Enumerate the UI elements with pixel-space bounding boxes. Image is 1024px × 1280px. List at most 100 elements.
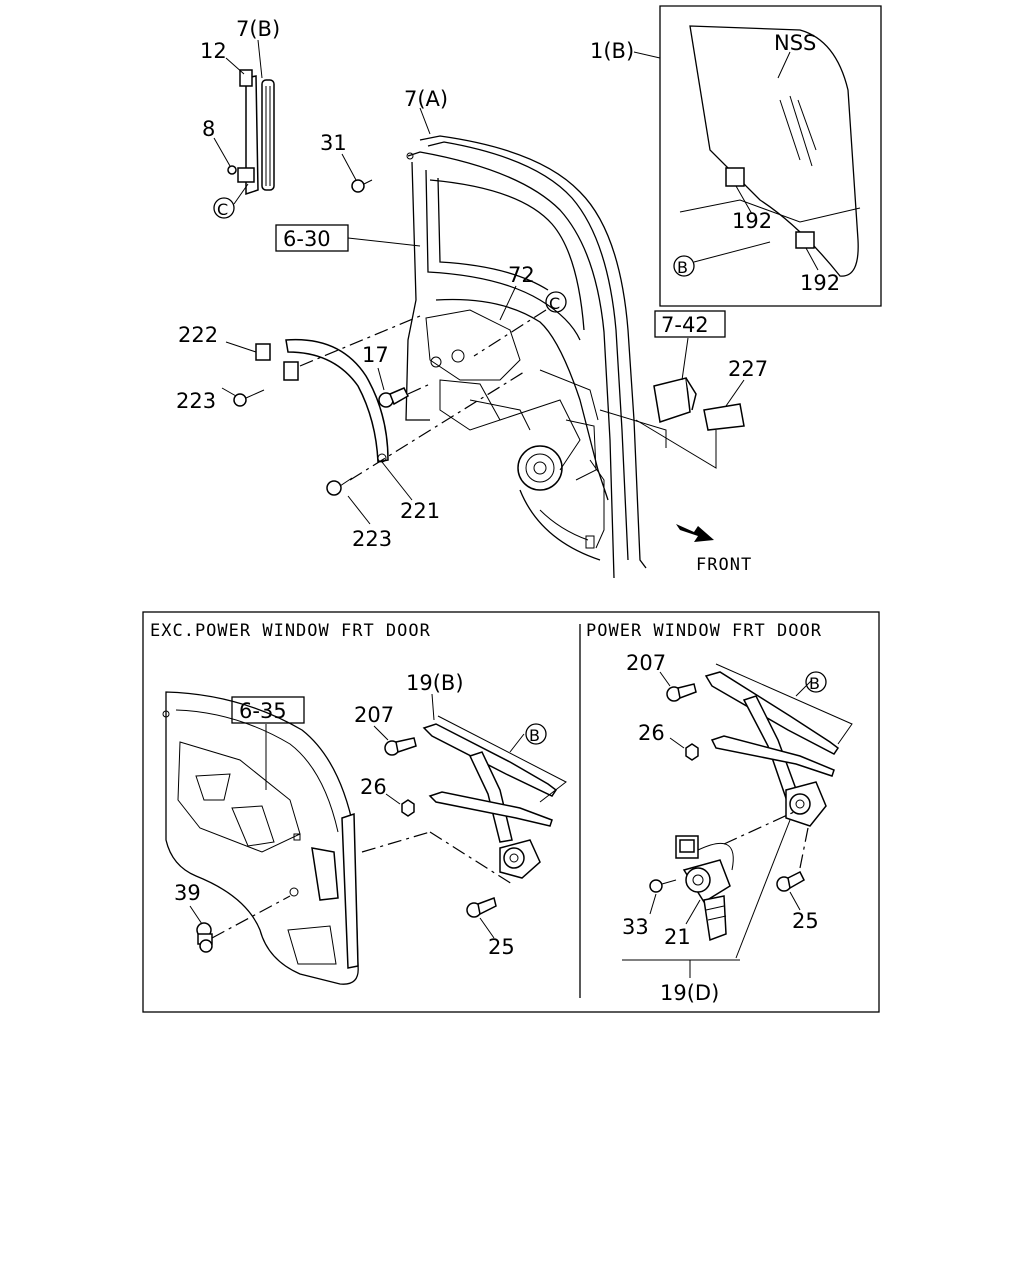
glass-inset — [659, 5, 882, 307]
callout-1b: 1(B) — [590, 39, 634, 63]
callout-8: 8 — [202, 117, 215, 141]
run-channel-7b — [227, 69, 275, 196]
marker-b-glass: B — [673, 255, 695, 277]
leader-39 — [189, 905, 203, 925]
callout-192-lower: 192 — [800, 271, 840, 295]
dash-222 — [299, 315, 421, 367]
leader-33 — [649, 893, 657, 915]
callout-223-lower: 223 — [352, 527, 392, 551]
screw-31 — [351, 179, 373, 193]
bracket-227 — [635, 419, 717, 469]
clip-222 — [255, 343, 271, 361]
ref-box-7-42 — [654, 310, 726, 338]
bolt-207a — [384, 737, 417, 756]
nut-26b — [685, 743, 699, 761]
leader-6-30 — [347, 237, 421, 247]
callout-25-left: 25 — [488, 935, 515, 959]
regulator-power — [704, 671, 840, 827]
svg-text:B: B — [677, 258, 688, 277]
dash-39 — [211, 895, 291, 939]
marker-c-top: C — [213, 197, 235, 219]
leader-7-42 — [681, 337, 689, 381]
bolt-25a — [466, 897, 497, 918]
dash-17 — [407, 383, 431, 395]
bracket-7-42 — [599, 409, 667, 448]
callout-227: 227 — [728, 357, 768, 381]
front-label: FRONT — [696, 555, 752, 575]
leader-8 — [213, 137, 231, 167]
callout-7a: 7(A) — [404, 87, 448, 111]
screw-223a — [233, 389, 265, 407]
door-trim-6-35 — [162, 691, 359, 985]
callout-19b: 19(B) — [406, 671, 464, 695]
front-arrow-icon — [676, 524, 714, 542]
marker-b-right: B — [805, 671, 827, 693]
lower-panel-frame — [142, 611, 880, 1013]
dash-left-regulator-2 — [429, 831, 513, 885]
callout-12: 12 — [200, 39, 227, 63]
marker-c-door: C — [545, 291, 567, 313]
callout-25-right: 25 — [792, 909, 819, 933]
motor-21 — [675, 835, 734, 942]
leader-1b — [633, 51, 661, 59]
dash-25b — [799, 827, 809, 869]
leader-c-top — [233, 183, 249, 205]
leader-21 — [685, 899, 701, 925]
leader-222 — [225, 341, 257, 353]
callout-221: 221 — [400, 499, 440, 523]
svg-text:B: B — [809, 674, 820, 693]
dash-motor — [723, 811, 795, 845]
leader-12 — [225, 57, 245, 75]
left-panel-title: EXC.POWER WINDOW FRT DOOR — [150, 621, 431, 641]
marker-b-left: B — [525, 723, 547, 745]
leader-72 — [499, 285, 517, 321]
leader-223a — [221, 387, 237, 397]
ref-box-6-30 — [275, 224, 349, 252]
leader-25a — [479, 917, 495, 939]
callout-21: 21 — [664, 925, 691, 949]
garnish-221 — [283, 338, 389, 463]
leader-25b — [789, 891, 801, 911]
bolt-207b — [666, 683, 697, 702]
callout-72: 72 — [508, 263, 535, 287]
door-frame — [405, 135, 647, 579]
leader-31 — [341, 153, 357, 181]
callout-17: 17 — [362, 343, 389, 367]
leader-26b — [669, 737, 685, 749]
screw-223b — [326, 477, 353, 496]
callout-223-upper: 223 — [176, 389, 216, 413]
leader-207a — [373, 725, 389, 741]
leader-26a — [385, 793, 401, 805]
nut-26a — [401, 799, 415, 817]
callout-26-left: 26 — [360, 775, 387, 799]
callout-33: 33 — [622, 915, 649, 939]
right-panel-title: POWER WINDOW FRT DOOR — [586, 621, 822, 641]
callout-6-35: 6-35 — [239, 699, 287, 723]
leader-b-right — [795, 679, 813, 697]
callout-26-right: 26 — [638, 721, 665, 745]
bracket-right — [715, 663, 853, 745]
leader-nss — [777, 51, 791, 79]
handle-7-42 — [653, 377, 697, 423]
bracket-19b — [437, 715, 567, 803]
leader-19b — [431, 693, 435, 721]
bolt-25b — [776, 870, 805, 892]
regulator-19b — [422, 723, 558, 879]
clip-39 — [196, 922, 213, 953]
callout-192-upper: 192 — [732, 209, 772, 233]
leader-7b — [257, 39, 263, 79]
leader-223b — [347, 495, 371, 525]
callout-207-right: 207 — [626, 651, 666, 675]
leader-regulator-right — [735, 819, 791, 959]
callout-7b: 7(B) — [236, 17, 280, 41]
ref-box-6-35 — [231, 696, 305, 724]
callout-19d: 19(D) — [660, 981, 719, 1005]
callout-39: 39 — [174, 881, 201, 905]
callout-222: 222 — [178, 323, 218, 347]
leader-227 — [725, 379, 745, 407]
callout-6-30: 6-30 — [283, 227, 331, 251]
svg-text:C: C — [549, 294, 560, 313]
leader-7a — [419, 107, 431, 135]
svg-text:B: B — [529, 726, 540, 745]
